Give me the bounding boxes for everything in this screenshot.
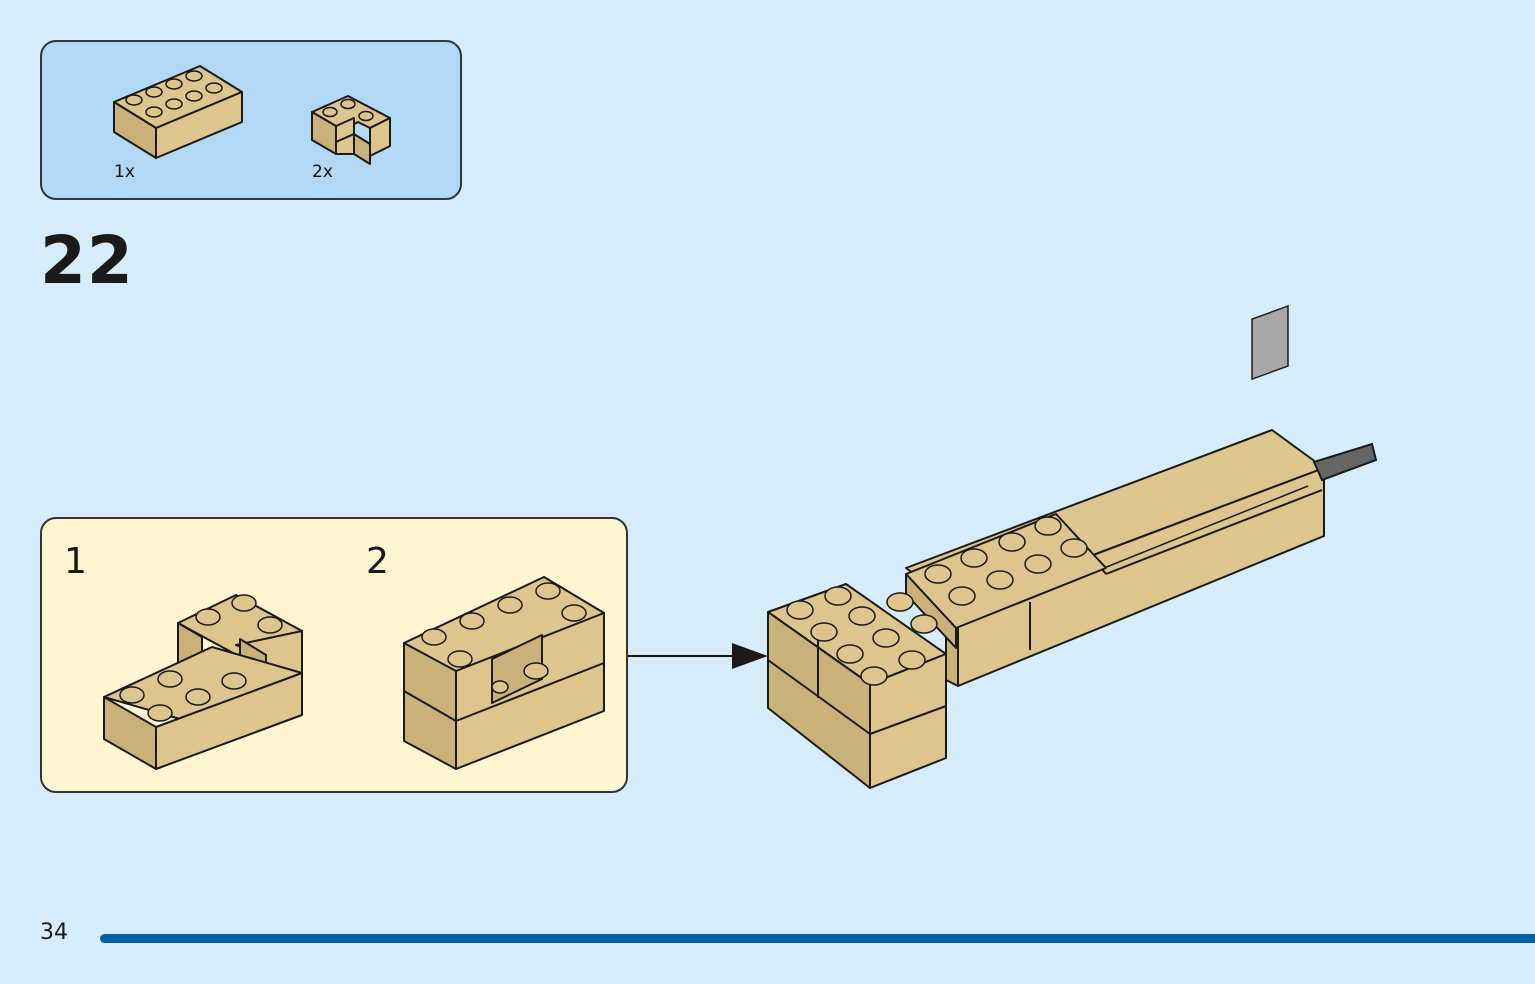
substep-number: 1 <box>64 541 87 582</box>
tan-corner-brick-icon <box>311 95 391 165</box>
substep-panel: 1 2 <box>40 517 628 793</box>
arrow-icon <box>628 643 768 669</box>
substep-2-assembly-illustration <box>403 576 605 770</box>
parts-list-panel: 1x 2x <box>40 40 462 200</box>
part-quantity-label: 1x <box>114 162 135 182</box>
tan-brick-2x4-icon <box>113 65 243 159</box>
step-number: 22 <box>40 222 134 299</box>
substep-number: 2 <box>366 541 389 582</box>
main-model-illustration <box>767 304 1378 789</box>
page-number: 34 <box>40 920 68 945</box>
part-quantity-label: 2x <box>312 162 333 182</box>
substep-1-assembly-illustration <box>103 594 303 770</box>
page-footer-bar <box>100 934 1535 943</box>
